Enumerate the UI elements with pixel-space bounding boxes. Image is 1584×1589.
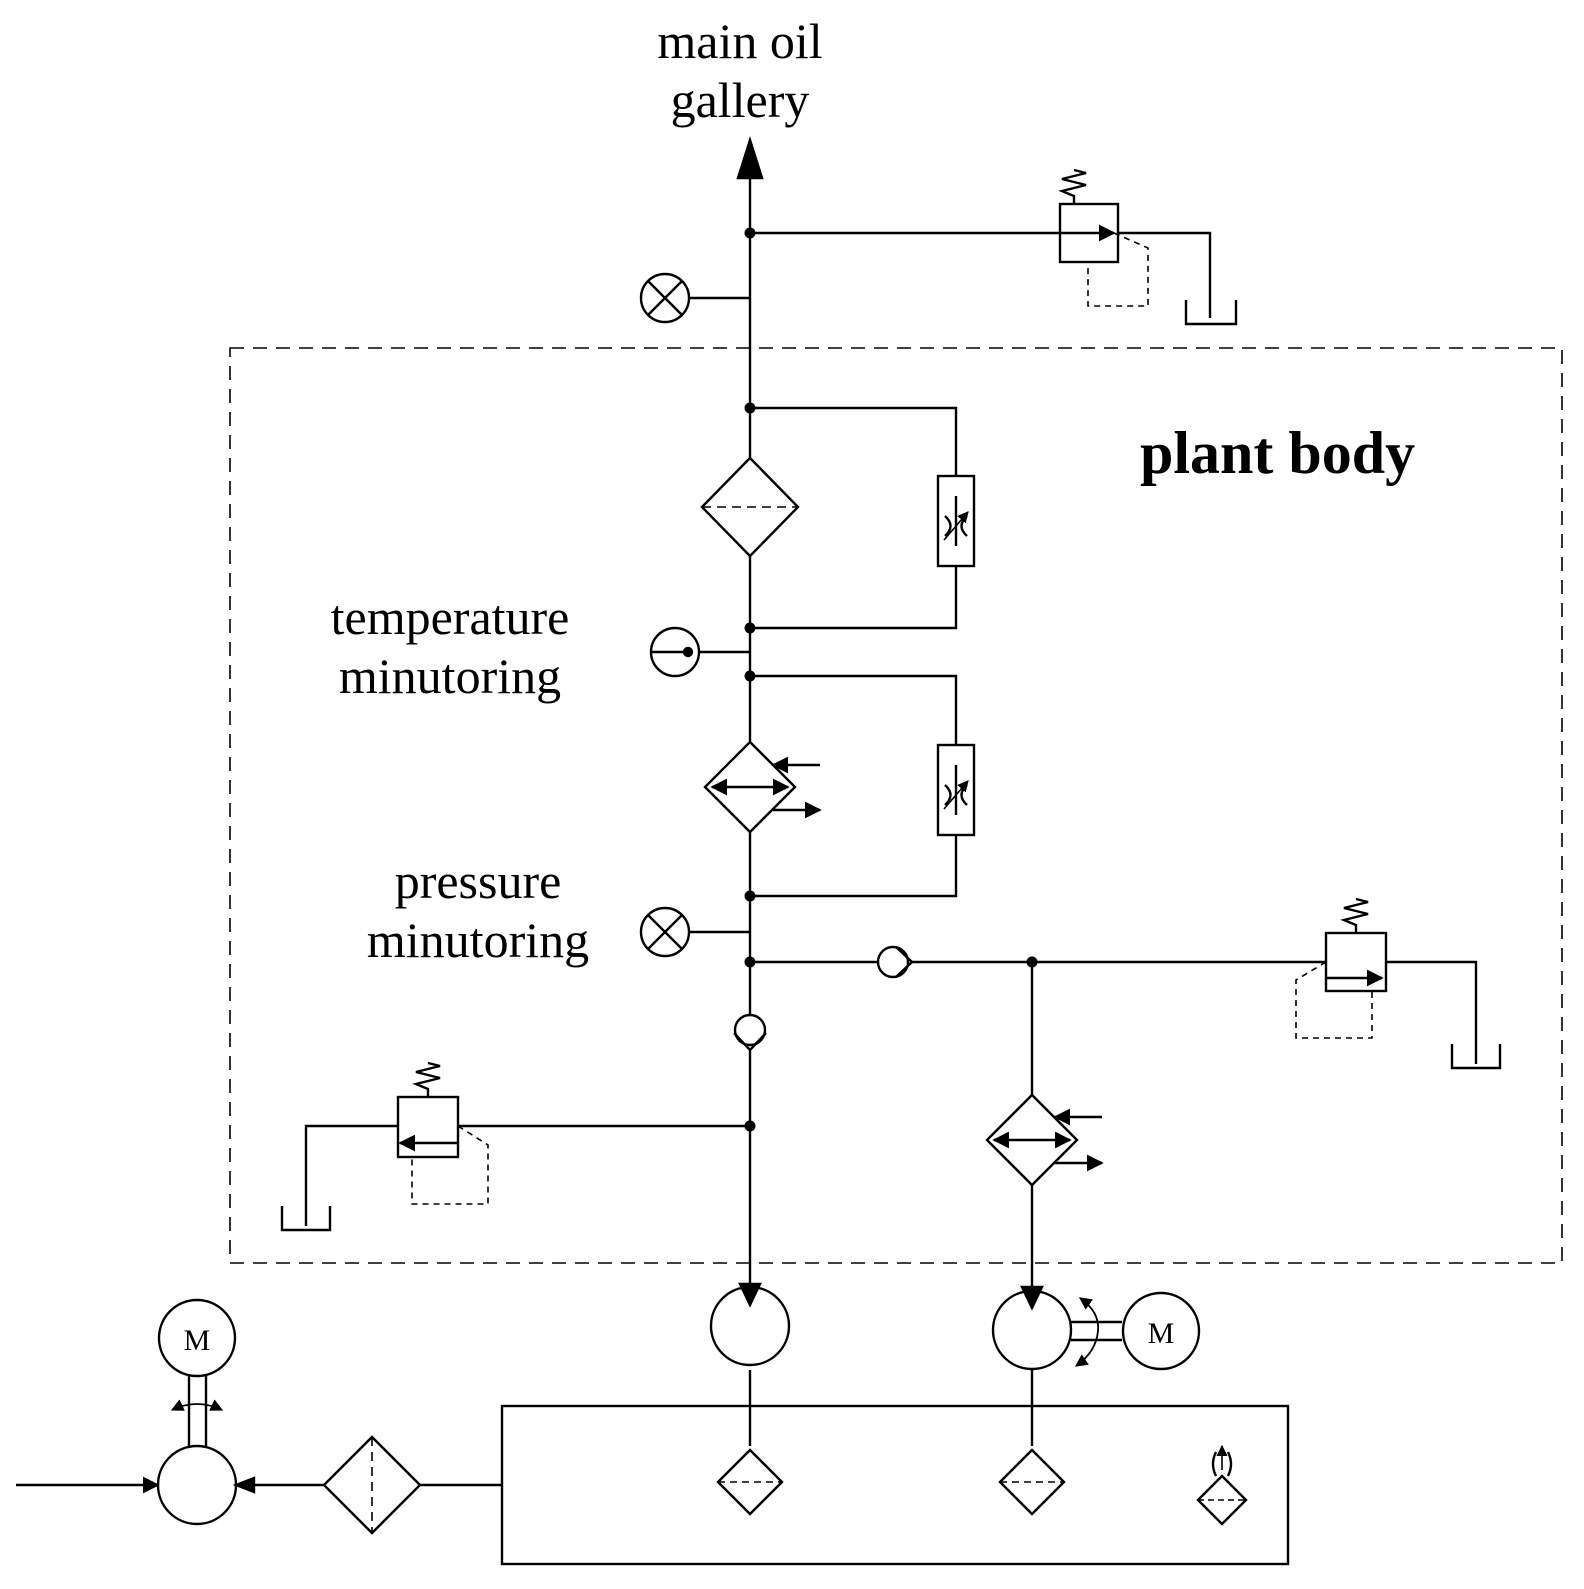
- suction-strainer-2: [998, 1448, 1066, 1516]
- tank-symbol-left: [280, 1206, 332, 1232]
- check-valve-main: [733, 1013, 767, 1052]
- pump-relief-valve: [304, 1061, 750, 1226]
- cooler-bypass-throttle: [750, 674, 976, 898]
- plant-body-boundary: [229, 347, 1563, 1264]
- main-pump: [709, 1282, 791, 1367]
- aux-branch-line: [750, 960, 1326, 1446]
- fill-pump: [16, 1444, 256, 1526]
- main-oil-gallery-label-line2: gallery: [670, 72, 810, 128]
- aux-motor-label: M: [1148, 1317, 1175, 1350]
- fill-motor-label: M: [184, 1324, 211, 1357]
- fill-filter: [254, 1435, 502, 1535]
- temperature-monitoring-label: temperature minutoring: [300, 588, 600, 706]
- pressure-gauge: [639, 906, 750, 958]
- outlet-pressure-gauge: [639, 272, 750, 324]
- oil-cooler: [703, 740, 822, 834]
- aux-cooler: [985, 1093, 1104, 1187]
- check-valve-aux: [876, 945, 914, 979]
- plant-body-label: plant body: [1140, 420, 1416, 486]
- pressure-monitoring-line1: pressure: [394, 853, 562, 909]
- oil-tank: [500, 1404, 1290, 1566]
- tank-breather: [1196, 1444, 1248, 1526]
- system-relief-valve: [750, 168, 1212, 318]
- main-oil-gallery-label: main oil gallery: [590, 12, 890, 130]
- junction-dots: [744, 227, 1038, 1132]
- tank-symbol-top: [1184, 300, 1238, 326]
- aux-pump-motor: M: [1121, 1291, 1201, 1371]
- main-oil-gallery-outlet: [736, 136, 764, 180]
- aux-relief-valve: [1295, 897, 1478, 1064]
- temperature-sensor: [649, 626, 750, 678]
- tank-symbol-right: [1450, 1044, 1502, 1070]
- temperature-monitoring-line2: minutoring: [338, 648, 562, 704]
- pressure-monitoring-label: pressure minutoring: [328, 852, 628, 970]
- filter-bypass-throttle: [750, 406, 976, 630]
- pressure-monitoring-line2: minutoring: [366, 912, 590, 968]
- aux-pump: [991, 1285, 1122, 1371]
- fill-pump-motor: M: [157, 1298, 237, 1446]
- suction-strainer-1: [716, 1448, 784, 1516]
- main-oil-gallery-label-line1: main oil: [657, 13, 823, 69]
- temperature-monitoring-line1: temperature: [330, 589, 570, 645]
- oil-filter: [700, 456, 800, 558]
